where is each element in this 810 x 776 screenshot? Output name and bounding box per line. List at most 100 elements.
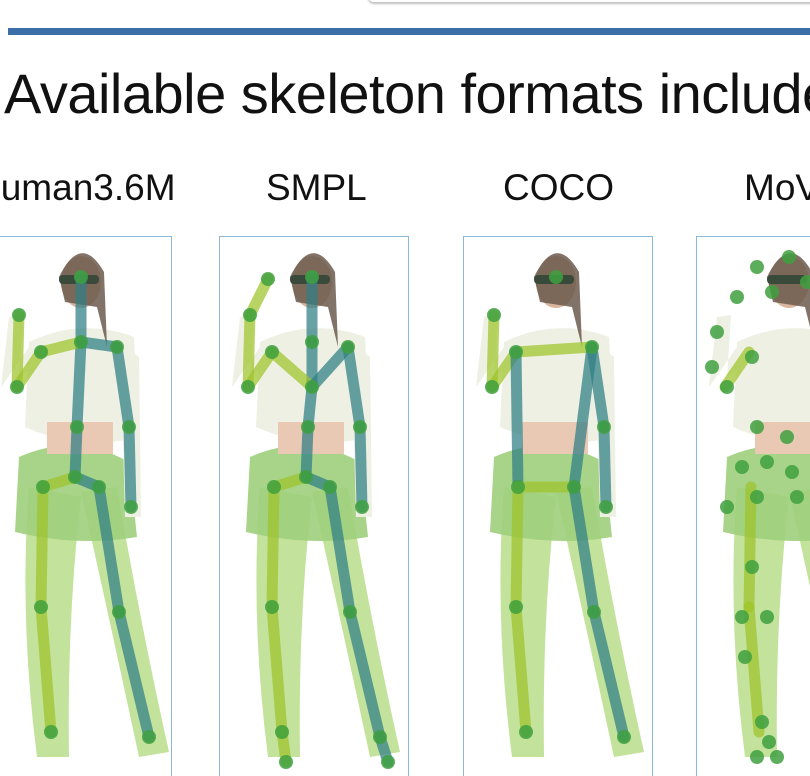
skeleton-joint: [355, 500, 369, 514]
skeleton-joint: [305, 335, 319, 349]
skeleton-joint: [265, 600, 279, 614]
skeleton-joint: [110, 340, 124, 354]
motion-marker: [735, 610, 749, 624]
skeleton-joint: [509, 345, 523, 359]
motion-marker: [745, 350, 759, 364]
skeleton-joint: [511, 480, 525, 494]
skeleton-bone: [492, 315, 494, 387]
format-label-coco: COCO: [503, 166, 614, 210]
format-label-movi: MoVi: [744, 166, 810, 210]
skeleton-joint: [549, 270, 563, 284]
skeleton-joint: [12, 308, 26, 322]
motion-marker: [782, 250, 796, 264]
motion-marker: [750, 490, 764, 504]
skeleton-joint: [112, 605, 126, 619]
skeleton-bone: [129, 427, 131, 507]
skirt: [490, 446, 612, 541]
skeleton-bone: [272, 487, 274, 607]
skeleton-joint: [341, 340, 355, 354]
skeleton-bone: [360, 427, 362, 507]
format-label-smpl: SMPL: [266, 166, 367, 210]
skeleton-joint: [44, 725, 58, 739]
skeleton-joint: [36, 480, 50, 494]
skeleton-joint: [124, 500, 138, 514]
skeleton-joint: [585, 340, 599, 354]
motion-marker: [720, 380, 734, 394]
skeleton-joint: [74, 335, 88, 349]
skeleton-joint: [265, 345, 279, 359]
motion-marker: [738, 650, 752, 664]
motion-marker: [785, 465, 799, 479]
skeleton-joint: [305, 270, 319, 284]
motion-marker: [790, 490, 804, 504]
skeleton-joint: [275, 725, 289, 739]
skeleton-panel-smpl: [219, 236, 409, 776]
skeleton-joint: [241, 380, 255, 394]
page-title: Available skeleton formats include.: [4, 58, 810, 130]
skeleton-joint: [10, 380, 24, 394]
skeleton-bone: [516, 352, 518, 487]
motion-marker: [765, 285, 779, 299]
motion-marker: [705, 360, 719, 374]
skeleton-bone: [306, 427, 308, 477]
skeleton-panel-human36m: [0, 236, 172, 776]
motion-marker: [762, 735, 776, 749]
skeleton-joint: [267, 480, 281, 494]
motion-marker: [710, 325, 724, 339]
motion-marker: [730, 290, 744, 304]
motion-marker: [750, 420, 764, 434]
skeleton-bone: [604, 427, 606, 507]
motion-marker: [780, 430, 794, 444]
skeleton-joint: [279, 755, 293, 769]
skeleton-joint: [305, 380, 319, 394]
skeleton-joint: [34, 345, 48, 359]
skeleton-joint: [519, 725, 533, 739]
skeleton-joint: [617, 730, 631, 744]
skeleton-joint: [343, 605, 357, 619]
skeleton-figure: [464, 237, 652, 776]
skeleton-bone: [516, 487, 518, 607]
skeleton-figure: [697, 237, 810, 776]
skeleton-bone: [248, 315, 250, 387]
motion-marker: [745, 560, 759, 574]
motion-marker: [770, 750, 784, 764]
skeleton-joint: [323, 480, 337, 494]
motion-marker: [760, 455, 774, 469]
skeleton-panel-coco: [463, 236, 653, 776]
skeleton-bone: [17, 315, 19, 387]
header-divider: [8, 28, 810, 35]
skeleton-joint: [597, 420, 611, 434]
skeleton-joint: [381, 755, 395, 769]
skeleton-joint: [373, 730, 387, 744]
skeleton-joint: [567, 480, 581, 494]
motion-marker: [760, 610, 774, 624]
skeleton-joint: [70, 420, 84, 434]
skeleton-joint: [301, 420, 315, 434]
skeleton-joint: [299, 470, 313, 484]
skeleton-joint: [142, 730, 156, 744]
format-label-human36m: Human3.6M: [0, 166, 176, 210]
skeleton-joint: [509, 600, 523, 614]
skeleton-joint: [243, 308, 257, 322]
skeleton-joint: [92, 480, 106, 494]
skeleton-joint: [261, 272, 275, 286]
skeleton-joint: [353, 420, 367, 434]
skeleton-panel-movi: [696, 236, 810, 776]
skeleton-bone: [749, 487, 751, 607]
skeleton-joint: [487, 308, 501, 322]
skeleton-joint: [34, 600, 48, 614]
skeleton-bone: [516, 347, 592, 352]
skeleton-bone: [41, 487, 43, 607]
top-tab-edge: [368, 0, 810, 2]
skeleton-joint: [122, 420, 136, 434]
skeleton-bone: [77, 342, 81, 427]
skeleton-joint: [74, 270, 88, 284]
skeleton-joint: [587, 605, 601, 619]
motion-marker: [735, 460, 749, 474]
skeleton-joint: [485, 380, 499, 394]
motion-marker: [755, 715, 769, 729]
person-figure: [476, 253, 644, 757]
motion-marker: [750, 260, 764, 274]
motion-marker: [720, 500, 734, 514]
skeleton-figure: [220, 237, 408, 776]
